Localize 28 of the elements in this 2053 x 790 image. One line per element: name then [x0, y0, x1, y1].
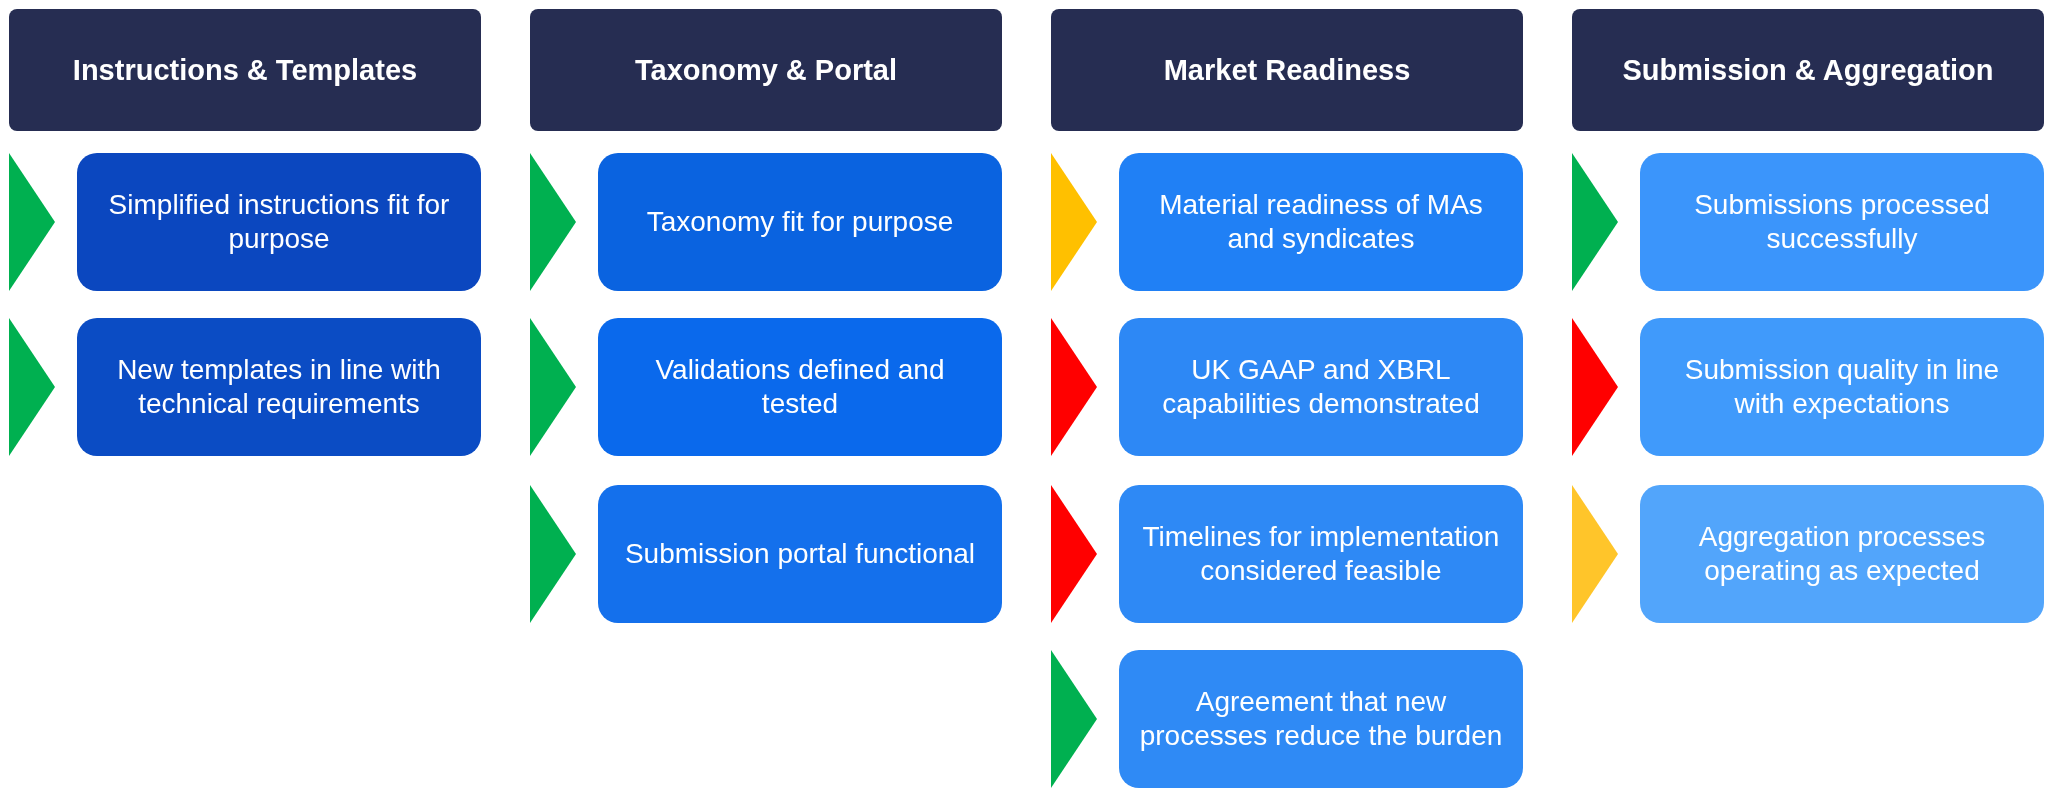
status-triangle [1051, 485, 1097, 623]
column-header: Instructions & Templates [9, 9, 481, 131]
status-box: Aggregation processes operating as expected [1640, 485, 2044, 623]
column-header: Submission & Aggregation [1572, 9, 2044, 131]
status-box: Validations defined and tested [598, 318, 1002, 456]
status-box: Timelines for implementation considered feasible [1119, 485, 1523, 623]
column-header: Market Readiness [1051, 9, 1523, 131]
status-triangle [530, 318, 576, 456]
status-box: New templates in line with technical requirements [77, 318, 481, 456]
status-triangle [9, 153, 55, 291]
status-box: Submission portal functional [598, 485, 1002, 623]
status-box: Agreement that new processes reduce the burden [1119, 650, 1523, 788]
status-triangle [1572, 153, 1618, 291]
status-triangle [1572, 318, 1618, 456]
status-box: Submissions processed successfully [1640, 153, 2044, 291]
status-triangle [1572, 485, 1618, 623]
status-box: Simplified instructions fit for purpose [77, 153, 481, 291]
status-triangle [1051, 153, 1097, 291]
status-box: Material readiness of MAs and syndicates [1119, 153, 1523, 291]
status-box: Submission quality in line with expectations [1640, 318, 2044, 456]
status-triangle [1051, 650, 1097, 788]
status-triangle [530, 485, 576, 623]
status-triangle [1051, 318, 1097, 456]
column-header: Taxonomy & Portal [530, 9, 1002, 131]
status-triangle [9, 318, 55, 456]
status-box: UK GAAP and XBRL capabilities demonstrated [1119, 318, 1523, 456]
status-box: Taxonomy fit for purpose [598, 153, 1002, 291]
status-triangle [530, 153, 576, 291]
